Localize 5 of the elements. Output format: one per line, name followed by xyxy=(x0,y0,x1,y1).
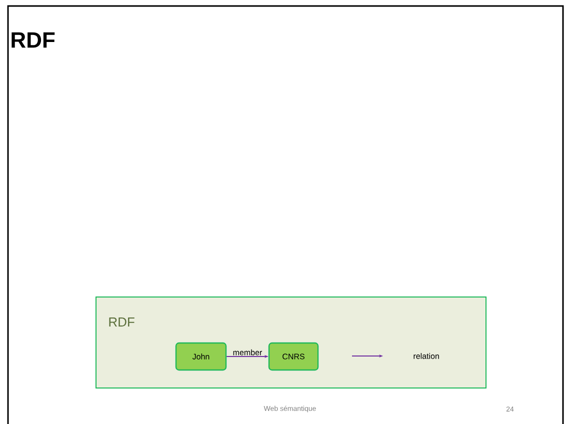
legend-text: relation xyxy=(414,353,439,359)
resource-box: CNRS xyxy=(268,342,319,371)
slide-title: RDF xyxy=(12,32,55,48)
edge-label: member xyxy=(233,349,262,356)
resource-box: John xyxy=(175,342,227,371)
